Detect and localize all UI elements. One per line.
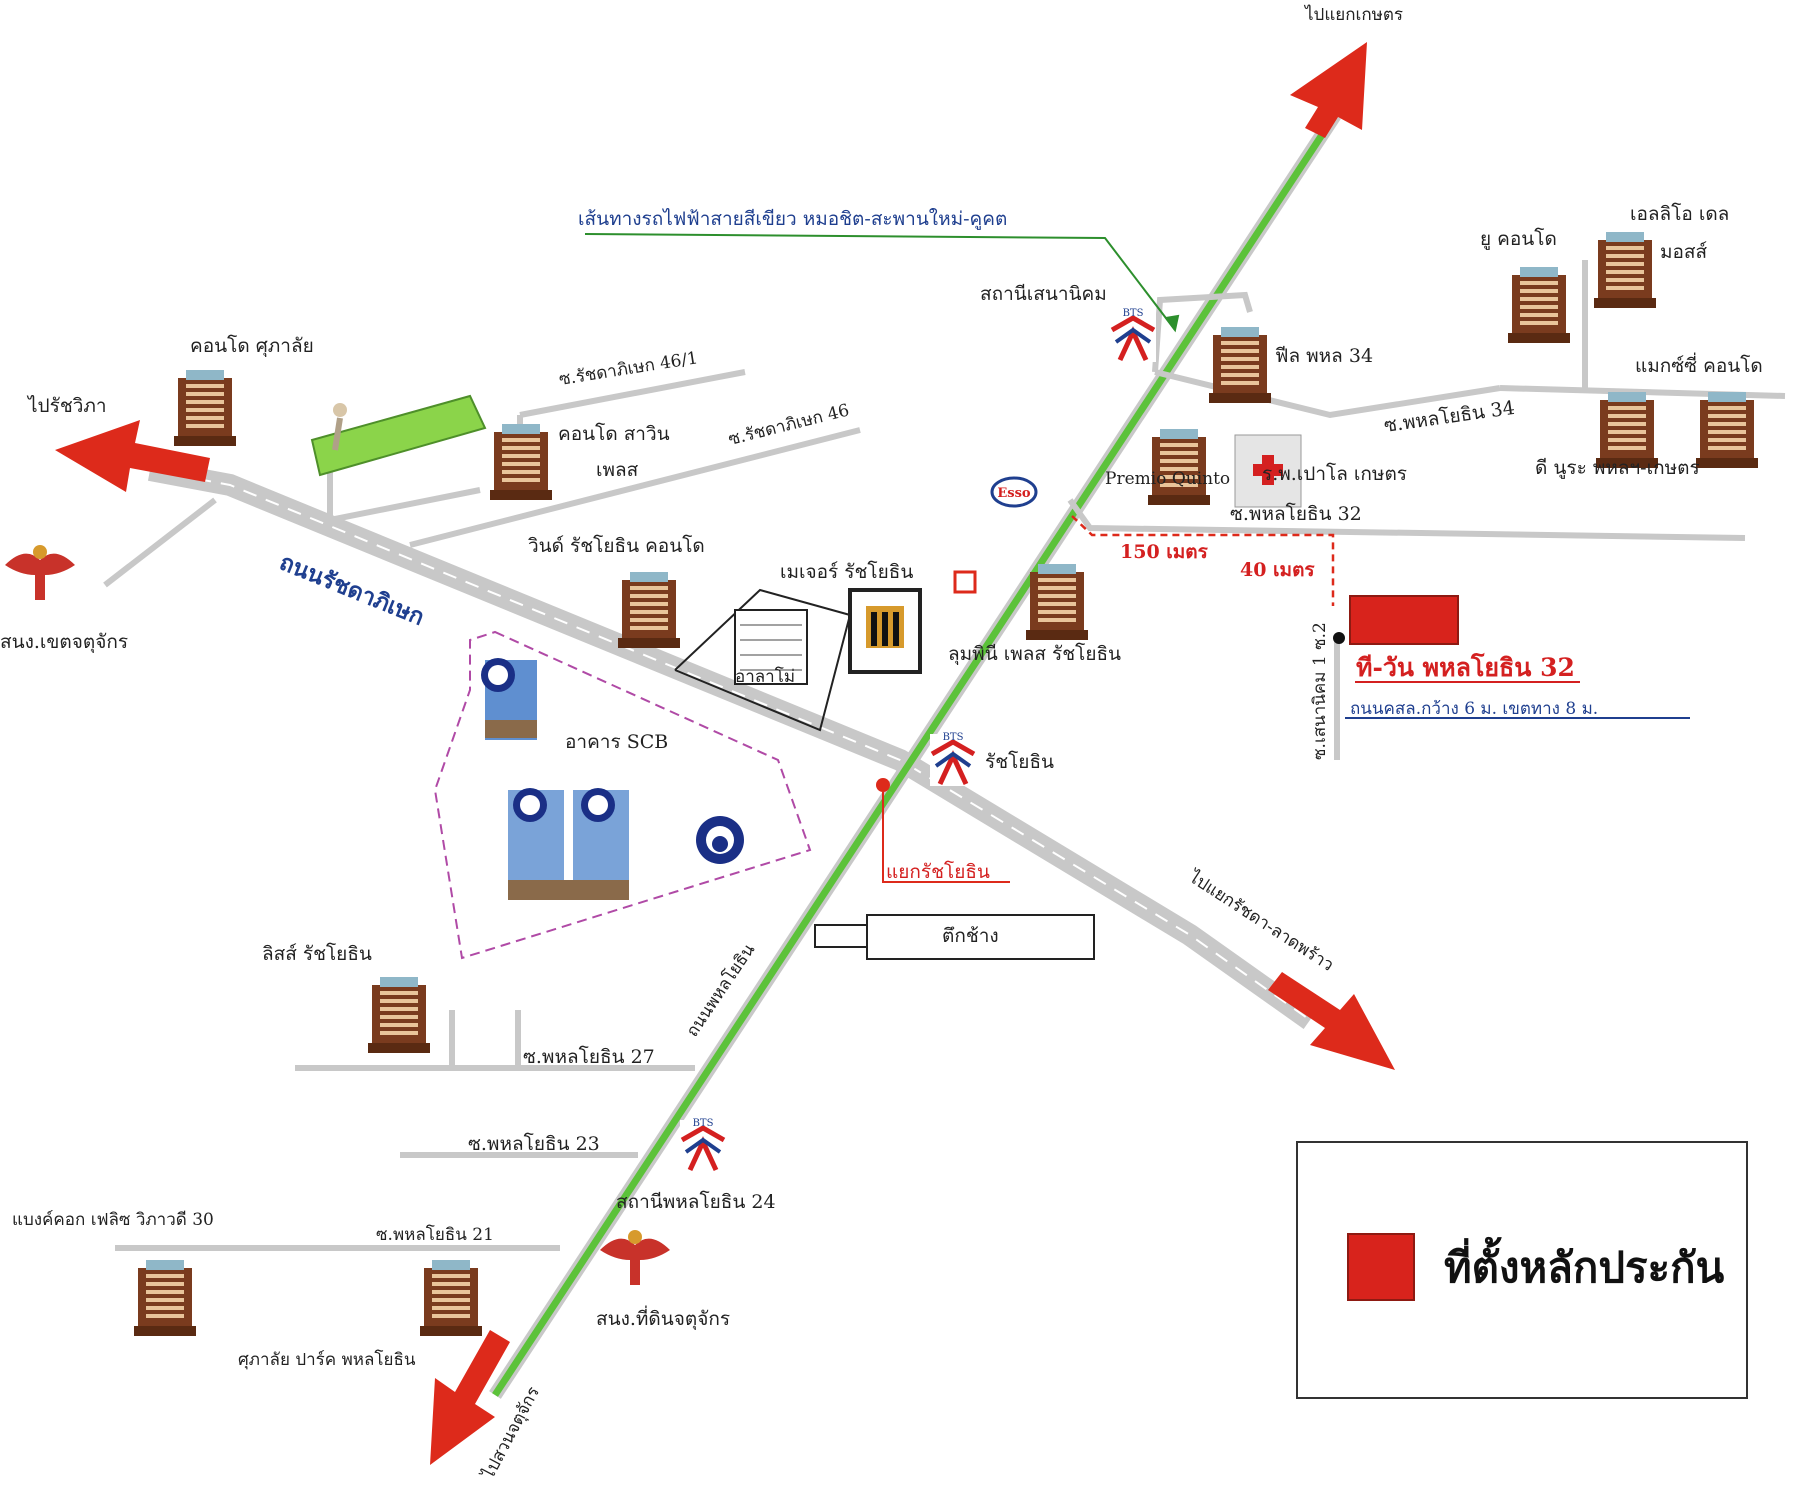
label-whizdom-condo: วินด์ รัชโยธิน คอนโด — [528, 534, 705, 557]
label-distance-40: 40 เมตร — [1240, 559, 1315, 581]
legend-collateral-swatch — [1347, 1233, 1415, 1301]
label-soi-phahol-21: ซ.พหลโยธิน 21 — [376, 1224, 494, 1245]
label-tuk-chang: ตึกช้าง — [942, 925, 999, 947]
phahonyothin-road-line — [489, 111, 1341, 1399]
label-phahol24-station: สถานีพหลโยธิน 24 — [616, 1190, 776, 1213]
ratchayothin-junction-pin — [876, 778, 1010, 883]
label-condo-supalai: คอนโด ศุภาลัย — [190, 334, 314, 358]
label-soi-phahol-27: ซ.พหลโยธิน 27 — [523, 1045, 655, 1068]
label-ellio-del: เอลลิโอ เดล — [1630, 202, 1729, 225]
condo-building-icon — [1026, 564, 1088, 640]
condo-building-icon — [1148, 429, 1210, 505]
svg-text:Esso: Esso — [997, 486, 1031, 501]
condo-building-icon — [368, 977, 430, 1053]
distance-route — [1071, 515, 1335, 606]
garuda-emblem-icon — [600, 1230, 670, 1285]
label-to-ratchawipha: ไปรัชวิภา — [26, 395, 107, 417]
label-to-kaset: ไปแยกเกษตร — [1303, 4, 1403, 25]
label-paolo-hospital: ร.พ.เปาโล เกษตร — [1262, 462, 1407, 485]
label-garuda-khet: สนง.เขตจตุจักร — [0, 631, 128, 654]
condo-building-icon — [618, 572, 680, 648]
label-soi-phahol-23: ซ.พหลโยธิน 23 — [468, 1132, 600, 1155]
golf-course-icon — [310, 394, 487, 477]
svg-text:BTS: BTS — [1123, 308, 1144, 319]
condo-building-icon — [134, 1260, 196, 1336]
garuda-emblem-icon — [5, 545, 75, 600]
label-ellio-del-line2: มอสส์ — [1660, 241, 1708, 263]
bts-logo-phahol24: BTS — [680, 1118, 726, 1172]
bts-logo-ratchayothin: BTS — [930, 732, 976, 786]
label-ratchayothin-station: รัชโยธิน — [985, 750, 1054, 773]
label-condo-sawin: คอนโด สาวิน — [558, 422, 670, 445]
label-major-ratchayothin: เมเจอร์ รัชโยธิน — [780, 560, 913, 583]
condo-building-icon — [490, 424, 552, 500]
condo-building-icon — [1696, 392, 1758, 468]
scb-towers-icon — [508, 788, 629, 900]
scb-building-icon — [481, 658, 537, 740]
label-soi-ratchada-46: ซ.รัชดาภิเษก 46 — [726, 401, 851, 450]
label-bts-green-line: เส้นทางรถไฟฟ้าสายสีเขียว หมอชิต-สะพานใหม… — [578, 208, 1007, 230]
arrow-to-chatuchak — [430, 1330, 510, 1465]
legend-collateral-label: ที่ตั้งหลักประกัน — [1444, 1243, 1725, 1292]
label-distance-150: 150 เมตร — [1120, 541, 1209, 563]
label-sumpinee-place: ลุมพินี เพลส รัชโยธิน — [948, 642, 1121, 666]
label-feel-phahol: ฟีล พหล 34 — [1275, 345, 1373, 367]
label-soi-phahol-32: ซ.พหลโยธิน 32 — [1230, 502, 1362, 525]
label-condo-sawin-line2: เพลส — [596, 459, 639, 481]
label-road-info: ถนนคสล.กว้าง 6 ม. เขตทาง 8 ม. — [1350, 699, 1598, 719]
cinema-icon — [953, 570, 977, 594]
label-max-condo: แมกซ์ซี่ คอนโด — [1635, 352, 1763, 377]
label-soi-senanikhom-2: ซ.เสนานิคม 1 ซ.2 — [1310, 622, 1330, 760]
label-premio-quinto: Premio Quinto — [1105, 469, 1230, 489]
condo-building-icon — [1508, 267, 1570, 343]
condo-building-icon — [1209, 327, 1271, 403]
condo-building-icon — [174, 370, 236, 446]
svg-text:BTS: BTS — [693, 1118, 714, 1129]
label-alamo: อาลาโม่ — [735, 666, 795, 687]
property-pin — [1333, 632, 1345, 644]
label-bangkok-flash: แบงค์คอก เฟลิซ วิภาวดี 30 — [12, 1210, 214, 1230]
tuk-chang-building — [814, 914, 1095, 960]
label-phahonyothin-road: ถนนพหลโยธิน — [682, 940, 760, 1041]
scb-logo-icon — [696, 816, 744, 864]
bts-logo-senanikhom: BTS — [1110, 308, 1156, 362]
label-lits-ratchayothin: ลิสส์ รัชโยธิน — [262, 942, 372, 965]
label-ratchayothin-junction: แยกรัชโยธิน — [886, 860, 990, 883]
label-land-office: สนง.ที่ดินจตุจักร — [596, 1305, 730, 1331]
condo-building-icon — [1594, 232, 1656, 308]
svg-text:BTS: BTS — [943, 732, 964, 743]
scb-compound-boundary — [433, 630, 812, 960]
arrow-to-ratchawipha — [55, 420, 210, 492]
label-senanikhom-station: สถานีเสนานิคม — [980, 283, 1107, 305]
condo-building-icon — [420, 1260, 482, 1336]
arrow-to-kaset — [1290, 42, 1367, 138]
major-cineplex-logo — [848, 588, 922, 674]
arrow-to-ratchada-ladprao — [1268, 972, 1395, 1070]
label-property-name: ที-วัน พหลโยธิน 32 — [1356, 652, 1575, 682]
green-line-callout-line — [584, 233, 1180, 333]
collateral-property-marker — [1349, 595, 1459, 645]
legend-box: ที่ตั้งหลักประกัน — [1296, 1141, 1748, 1399]
label-d-ura: ดี นูระ พหลฯ-เกษตร — [1535, 457, 1700, 479]
esso-logo: Esso — [990, 476, 1038, 508]
label-to-chatuchak: ไปสวนจตุจักร — [477, 1383, 544, 1484]
label-u-condo: ยู คอนโด — [1480, 227, 1557, 250]
hospital-building-icon — [1234, 434, 1302, 508]
label-supalai-park: ศุภาลัย ปาร์ค พหลโยธิน — [238, 1349, 416, 1370]
label-scb-building: อาคาร SCB — [565, 731, 668, 753]
